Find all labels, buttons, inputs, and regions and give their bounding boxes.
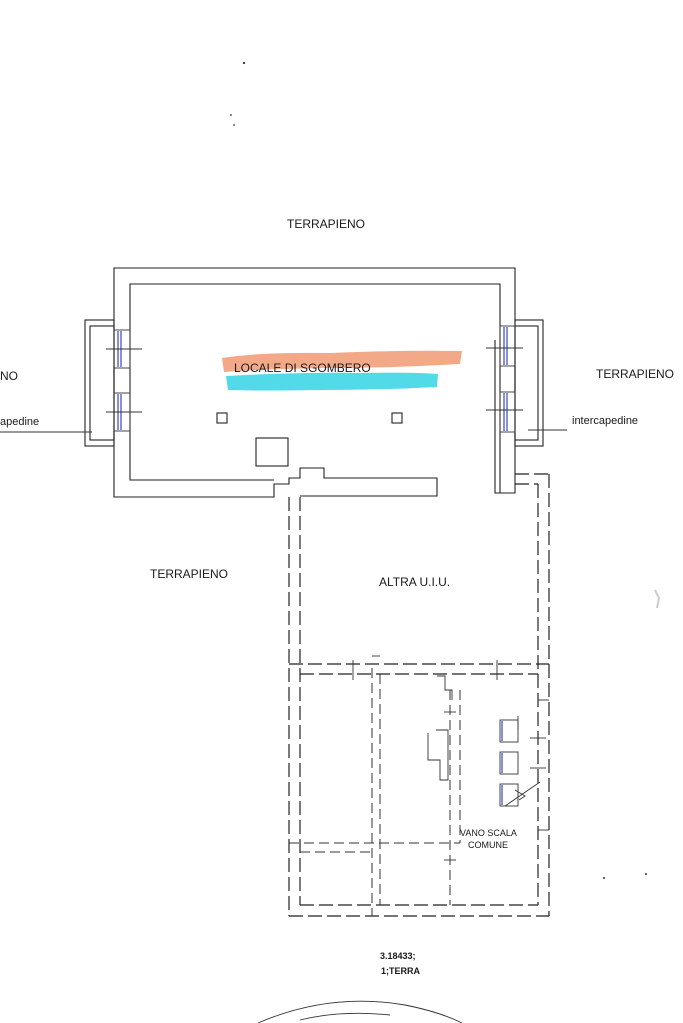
room-highlight — [222, 350, 462, 391]
intercapedine-left-label: apedine — [0, 416, 39, 428]
vano-scala-label-line1: VANO SCALA — [460, 828, 517, 838]
reference-line1: 3.18433; — [380, 951, 416, 961]
intercapedine-right-label: intercapedine — [572, 415, 638, 427]
terrapieno-bottom-left-label: TERRAPIENO — [150, 567, 228, 581]
left-windows — [106, 329, 142, 432]
altra-uiu-label: ALTRA U.I.U. — [379, 575, 450, 589]
left-intercapedine — [0, 319, 115, 447]
curved-arc-icon — [257, 1000, 463, 1023]
stair-details — [352, 655, 549, 861]
terrapieno-top-label: TERRAPIENO — [287, 217, 365, 231]
terrapieno-right-label: TERRAPIENO — [596, 367, 674, 381]
room-name-label: LOCALE DI SGOMBERO — [234, 361, 371, 375]
other-unit-outline — [288, 473, 550, 917]
pillars — [216, 412, 403, 467]
terrapieno-left-label: NO — [0, 369, 18, 383]
right-windows — [486, 325, 523, 433]
scan-specks — [230, 61, 661, 879]
right-intercapedine — [514, 319, 567, 447]
reference-line2: 1;TERRA — [381, 966, 421, 976]
vano-scala-label-line2: COMUNE — [468, 840, 508, 850]
